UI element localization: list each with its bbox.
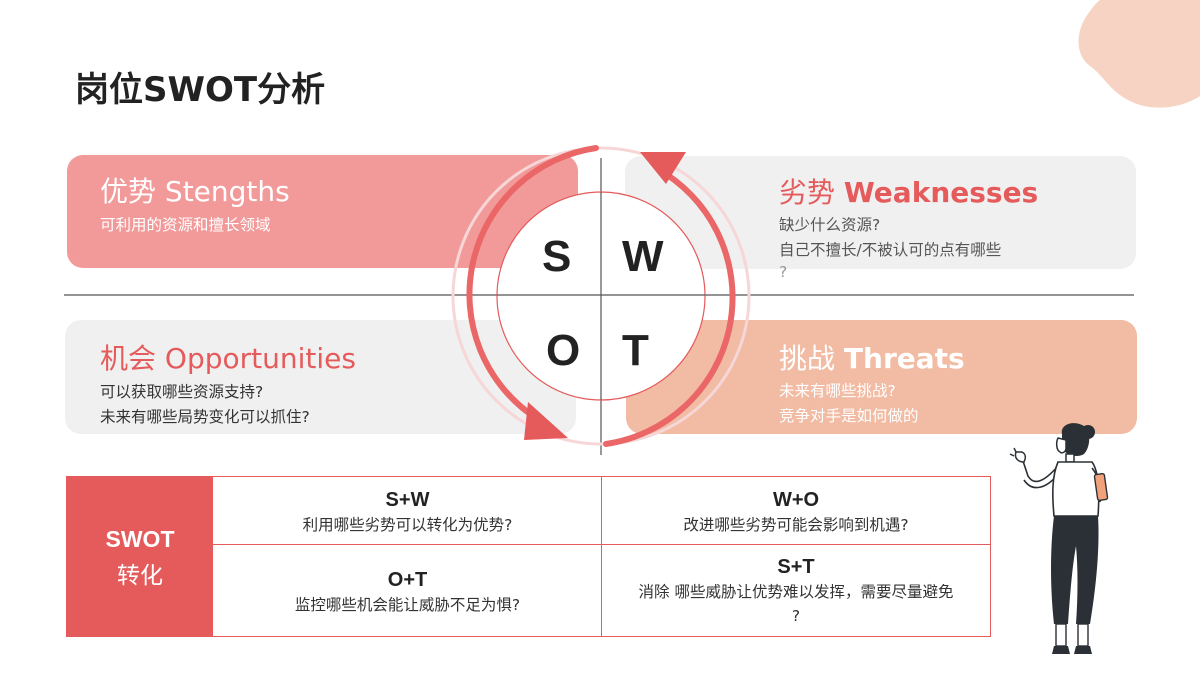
conversion-header: SWOT 转化 <box>67 477 213 636</box>
strengths-description: 可利用的资源和擅长领域 <box>100 213 271 238</box>
cell-text: 改进哪些劣势可能会影响到机遇? <box>683 516 909 534</box>
threats-description: 未来有哪些挑战? 竞争对手是如何做的 <box>779 379 919 429</box>
threats-card: 挑战 Threats 未来有哪些挑战? 竞争对手是如何做的 <box>626 320 1137 434</box>
swot-conversion-table: SWOT 转化 S+W 利用哪些劣势可以转化为优势? W+O 改进哪些劣势可能会… <box>66 476 991 637</box>
letter-o: O <box>546 326 581 375</box>
strengths-line: 可利用的资源和擅长领域 <box>100 216 271 234</box>
opportunities-description: 可以获取哪些资源支持? 未来有哪些局势变化可以抓住? <box>100 380 310 430</box>
cell-title: O+T <box>387 569 428 591</box>
strengths-card: 优势 Stengths 可利用的资源和擅长领域 <box>67 155 578 268</box>
letter-w: W <box>622 232 664 281</box>
opportunities-line: 未来有哪些局势变化可以抓住? <box>100 408 310 426</box>
threats-title-cn: 挑战 <box>779 342 836 375</box>
weaknesses-line: ? <box>779 263 788 281</box>
presenter-woman-illustration <box>1009 423 1109 654</box>
cell-text: 利用哪些劣势可以转化为优势? <box>302 516 513 534</box>
cell-text: 监控哪些机会能让威胁不足为惧? <box>294 596 521 614</box>
cell-text: ? <box>791 607 801 625</box>
weaknesses-title-cn: 劣势 <box>779 176 836 209</box>
strengths-title: 优势 Stengths <box>100 175 290 209</box>
cell-s-plus-w: S+W 利用哪些劣势可以转化为优势? <box>214 487 601 537</box>
cell-title: S+W <box>385 489 430 511</box>
cell-w-plus-o: W+O 改进哪些劣势可能会影响到机遇? <box>602 487 990 537</box>
weaknesses-title: 劣势 Weaknesses <box>779 176 1038 210</box>
conversion-header-line1: SWOT <box>105 525 175 552</box>
weaknesses-line: 自己不擅长/不被认可的点有哪些 <box>779 241 1002 259</box>
threats-line: 竞争对手是如何做的 <box>779 407 919 425</box>
opportunities-title-cn: 机会 <box>100 342 157 375</box>
table-vertical-divider <box>601 477 602 636</box>
weaknesses-description: 缺少什么资源? 自己不擅长/不被认可的点有哪些 ? <box>779 213 1001 281</box>
opportunities-card: 机会 Opportunities 可以获取哪些资源支持? 未来有哪些局势变化可以… <box>65 320 576 434</box>
cell-title: S+T <box>777 556 815 578</box>
strengths-title-cn: 优势 <box>100 175 157 208</box>
opportunities-title: 机会 Opportunities <box>100 342 356 376</box>
threats-title-en: Threats <box>843 342 965 375</box>
cell-s-plus-t: S+T 消除 哪些威胁让优势难以发挥，需要尽量避免 ? <box>602 554 990 628</box>
conversion-header-line2: 转化 <box>117 561 163 588</box>
cell-o-plus-t: O+T 监控哪些机会能让威胁不足为惧? <box>214 567 601 617</box>
threats-line: 未来有哪些挑战? <box>779 382 896 400</box>
cell-text: 消除 哪些威胁让优势难以发挥，需要尽量避免 <box>638 583 954 601</box>
weaknesses-line: 缺少什么资源? <box>779 216 881 234</box>
weaknesses-card: 劣势 Weaknesses 缺少什么资源? 自己不擅长/不被认可的点有哪些 ? <box>625 156 1136 281</box>
cell-title: W+O <box>772 489 820 511</box>
letter-s: S <box>542 232 572 281</box>
opportunities-title-en: Opportunities <box>164 342 356 375</box>
page-title: 岗位SWOT分析 <box>75 70 326 110</box>
weaknesses-title-en: Weaknesses <box>843 176 1039 209</box>
opportunities-line: 可以获取哪些资源支持? <box>100 383 264 401</box>
table-horizontal-divider <box>213 544 990 545</box>
strengths-title-en: Stengths <box>164 175 290 208</box>
corner-blob-decoration <box>1078 0 1200 108</box>
threats-title: 挑战 Threats <box>779 342 965 376</box>
letter-t: T <box>622 326 649 375</box>
